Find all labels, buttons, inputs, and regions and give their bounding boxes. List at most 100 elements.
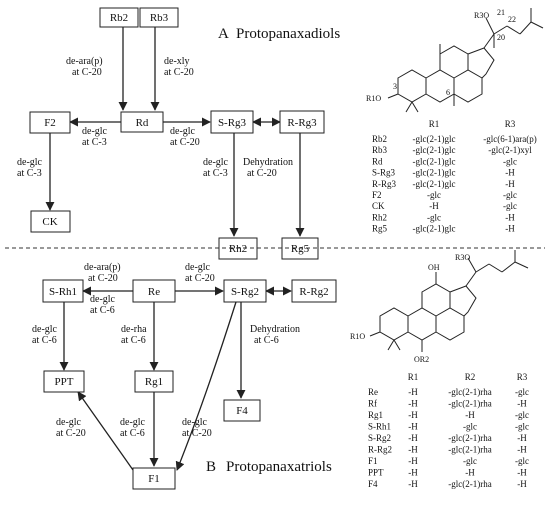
node-rb2: Rb2: [99, 7, 139, 28]
label-rd-srg3: de-glc at C-20: [170, 126, 200, 148]
table-cell: -H: [517, 445, 527, 455]
table-cell: -H: [505, 224, 515, 234]
label-srg3-rh2: de-glc at C-3: [203, 157, 229, 179]
svg-text:F4: F4: [236, 405, 248, 417]
svg-text:PPT: PPT: [55, 376, 74, 388]
svg-text:de-glc: de-glc: [170, 126, 196, 137]
arrow-f1-ppt: [77, 391, 134, 471]
table-cell: -H: [408, 399, 418, 409]
table-cell: -glc(2-1)rha: [448, 433, 491, 443]
label-srg2-f1: de-glc at C-20: [182, 417, 212, 439]
svg-text:R3O: R3O: [474, 11, 489, 20]
svg-text:S-Rg2: S-Rg2: [231, 286, 259, 298]
svg-text:at C-6: at C-6: [121, 335, 146, 346]
svg-text:22: 22: [508, 15, 516, 24]
node-srh1: S-Rh1: [42, 279, 84, 303]
svg-text:Rb2: Rb2: [110, 12, 128, 24]
node-rrg2: R-Rg2: [291, 279, 337, 303]
svg-text:de-glc: de-glc: [203, 157, 229, 168]
table-cell: F4: [368, 479, 378, 489]
svg-text:de-glc: de-glc: [56, 417, 82, 428]
table-cell: -H: [429, 201, 439, 211]
table-header-cell: R3: [517, 372, 528, 382]
svg-text:R-Rg2: R-Rg2: [299, 286, 328, 298]
table-cell: -glc: [503, 156, 517, 166]
svg-text:at C-20: at C-20: [56, 428, 86, 439]
panel-a-title: Protopanaxadiols: [236, 26, 340, 42]
svg-text:de-glc: de-glc: [32, 324, 58, 335]
table-cell: S-Rg2: [368, 433, 391, 443]
table-cell: -H: [517, 433, 527, 443]
svg-text:R3O: R3O: [455, 253, 470, 262]
label-srg2-f4: Dehydration at C-6: [250, 324, 300, 346]
node-ppt: PPT: [43, 370, 85, 393]
node-rd: Rd: [120, 111, 164, 133]
table-cell: -glc: [503, 190, 517, 200]
node-srg2: S-Rg2: [223, 279, 267, 303]
svg-text:at C-20: at C-20: [182, 428, 212, 439]
arrow-srg2-f1: [175, 301, 237, 471]
table-cell: -H: [408, 422, 418, 432]
node-rb3: Rb3: [139, 7, 179, 28]
node-rrg3: R-Rg3: [279, 110, 325, 134]
table-cell: -glc(2-1)rha: [448, 479, 491, 489]
table-cell: -glc(2-1)glc: [413, 145, 456, 155]
svg-text:de-xly: de-xly: [164, 56, 190, 67]
table-cell: -H: [517, 479, 527, 489]
svg-text:20: 20: [497, 33, 505, 42]
svg-text:at C-6: at C-6: [32, 335, 57, 346]
table-cell: F2: [372, 190, 382, 200]
svg-text:at C-20: at C-20: [72, 67, 102, 78]
svg-text:de-ara(p): de-ara(p): [84, 262, 121, 273]
table-cell: -glc: [427, 190, 441, 200]
table-cell: PPT: [368, 468, 384, 478]
svg-text:de-glc: de-glc: [82, 126, 108, 137]
structure-protopanaxadiol: R3O 21 22 20 R1O 3 6: [366, 8, 544, 113]
svg-text:de-glc: de-glc: [182, 417, 208, 428]
svg-text:Rh2: Rh2: [229, 243, 247, 255]
svg-text:R1O: R1O: [350, 332, 365, 341]
table-cell: R-Rg3: [372, 179, 397, 189]
node-ck: CK: [30, 210, 71, 233]
table-header-cell: R1: [429, 119, 440, 129]
table-cell: -H: [505, 168, 515, 178]
svg-text:OR2: OR2: [414, 355, 429, 364]
node-re: Re: [132, 279, 176, 303]
table-header-cell: R2: [465, 372, 476, 382]
svg-text:at C-6: at C-6: [90, 305, 115, 316]
table-cell: Re: [368, 387, 378, 397]
label-f2-ck: de-glc at C-3: [17, 157, 43, 179]
svg-text:at C-3: at C-3: [17, 168, 42, 179]
svg-text:at C-3: at C-3: [82, 137, 107, 148]
label-srh1-ppt: de-glc at C-6: [32, 324, 58, 346]
svg-text:6: 6: [446, 88, 450, 97]
table-cell: -glc: [515, 422, 529, 432]
table-header-cell: R3: [505, 119, 516, 129]
label-srg3-rg5: Dehydration at C-20: [243, 157, 293, 179]
table-cell: -H: [408, 387, 418, 397]
label-rd-f2: de-glc at C-3: [82, 126, 108, 148]
table-cell: -glc(2-1)rha: [448, 387, 491, 397]
svg-text:Dehydration: Dehydration: [243, 157, 293, 168]
table-cell: Rb3: [372, 145, 388, 155]
node-srg3: S-Rg3: [210, 110, 254, 134]
structure-protopanaxatriol: OH R3O R1O OR2: [350, 250, 529, 364]
table-cell: -H: [465, 468, 475, 478]
table-cell: -H: [408, 433, 418, 443]
svg-text:at C-20: at C-20: [164, 67, 194, 78]
svg-text:Rd: Rd: [136, 117, 149, 129]
table-cell: -H: [517, 468, 527, 478]
svg-text:F1: F1: [148, 473, 160, 485]
table-cell: Rf: [368, 399, 377, 409]
svg-text:at C-20: at C-20: [247, 168, 277, 179]
table-header-cell: R1: [408, 372, 419, 382]
table-cell: -glc(2-1)glc: [413, 168, 456, 178]
svg-text:3: 3: [393, 82, 397, 91]
svg-text:de-glc: de-glc: [17, 157, 43, 168]
table-cell: -glc: [515, 387, 529, 397]
svg-text:at C-20: at C-20: [170, 137, 200, 148]
table-cell: -glc(2-1)glc: [413, 134, 456, 144]
table-cell: -H: [517, 399, 527, 409]
svg-text:Rg5: Rg5: [291, 243, 310, 255]
